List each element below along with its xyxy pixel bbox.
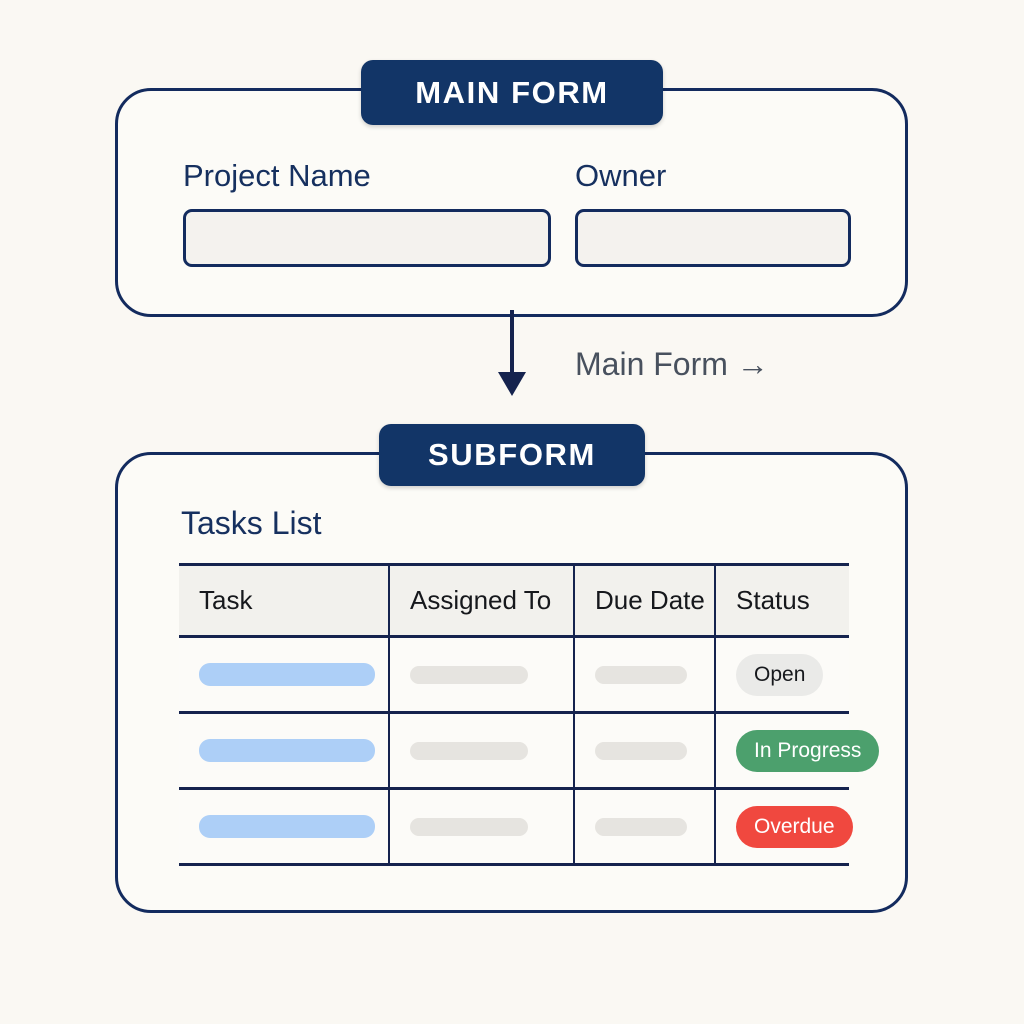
cell-task[interactable] [179,788,390,866]
field-label-project-name: Project Name [183,158,371,193]
connector-label: Main Form → [575,346,769,382]
cell-due-date[interactable] [573,636,716,714]
main-form-badge: MAIN FORM [361,60,663,125]
due-date-placeholder-bar [595,817,687,836]
task-placeholder-bar [199,739,375,762]
assigned-placeholder-bar [410,817,528,836]
field-label-owner: Owner [575,158,667,193]
owner-input[interactable] [575,209,851,267]
tasks-table-body: Open In Progress [179,636,880,866]
column-header-due-date[interactable]: Due Date [573,563,716,638]
connector-group: Main Form → [460,310,880,410]
subform-badge: SUBFORM [379,424,645,486]
table-row[interactable]: In Progress [179,712,880,790]
field-group-owner: Owner [575,159,851,267]
cell-assigned-to[interactable] [388,712,575,790]
cell-due-date[interactable] [573,712,716,790]
arrow-down-icon [498,310,526,396]
field-group-project-name: Project Name [183,159,551,267]
column-header-assigned-to[interactable]: Assigned To [388,563,575,638]
assigned-placeholder-bar [410,665,528,684]
status-badge[interactable]: In Progress [736,729,880,772]
cell-status[interactable]: In Progress [714,712,880,790]
cell-due-date[interactable] [573,788,716,866]
cell-assigned-to[interactable] [388,788,575,866]
assigned-placeholder-bar [410,741,528,760]
status-badge[interactable]: Open [736,653,824,696]
table-row[interactable]: Open [179,636,849,714]
cell-status[interactable]: Overdue [714,788,853,866]
tasks-table: Task Assigned To Due Date Status [179,563,880,866]
subform-card: Tasks List Task Assigned To Due Date Sta… [115,452,908,913]
status-badge[interactable]: Overdue [736,805,853,848]
project-name-input[interactable] [183,209,551,267]
main-form-card: Project Name Owner [115,88,908,317]
due-date-placeholder-bar [595,741,687,760]
column-header-task[interactable]: Task [179,563,390,638]
table-header-row: Task Assigned To Due Date Status [179,563,849,638]
column-header-status[interactable]: Status [714,563,849,638]
task-placeholder-bar [199,663,375,686]
cell-assigned-to[interactable] [388,636,575,714]
tasks-table-header: Task Assigned To Due Date Status [179,563,849,638]
cell-task[interactable] [179,636,390,714]
cell-task[interactable] [179,712,390,790]
due-date-placeholder-bar [595,665,687,684]
task-placeholder-bar [199,815,375,838]
table-row[interactable]: Overdue [179,788,853,866]
tasks-list-title: Tasks List [181,505,322,541]
cell-status[interactable]: Open [714,636,849,714]
